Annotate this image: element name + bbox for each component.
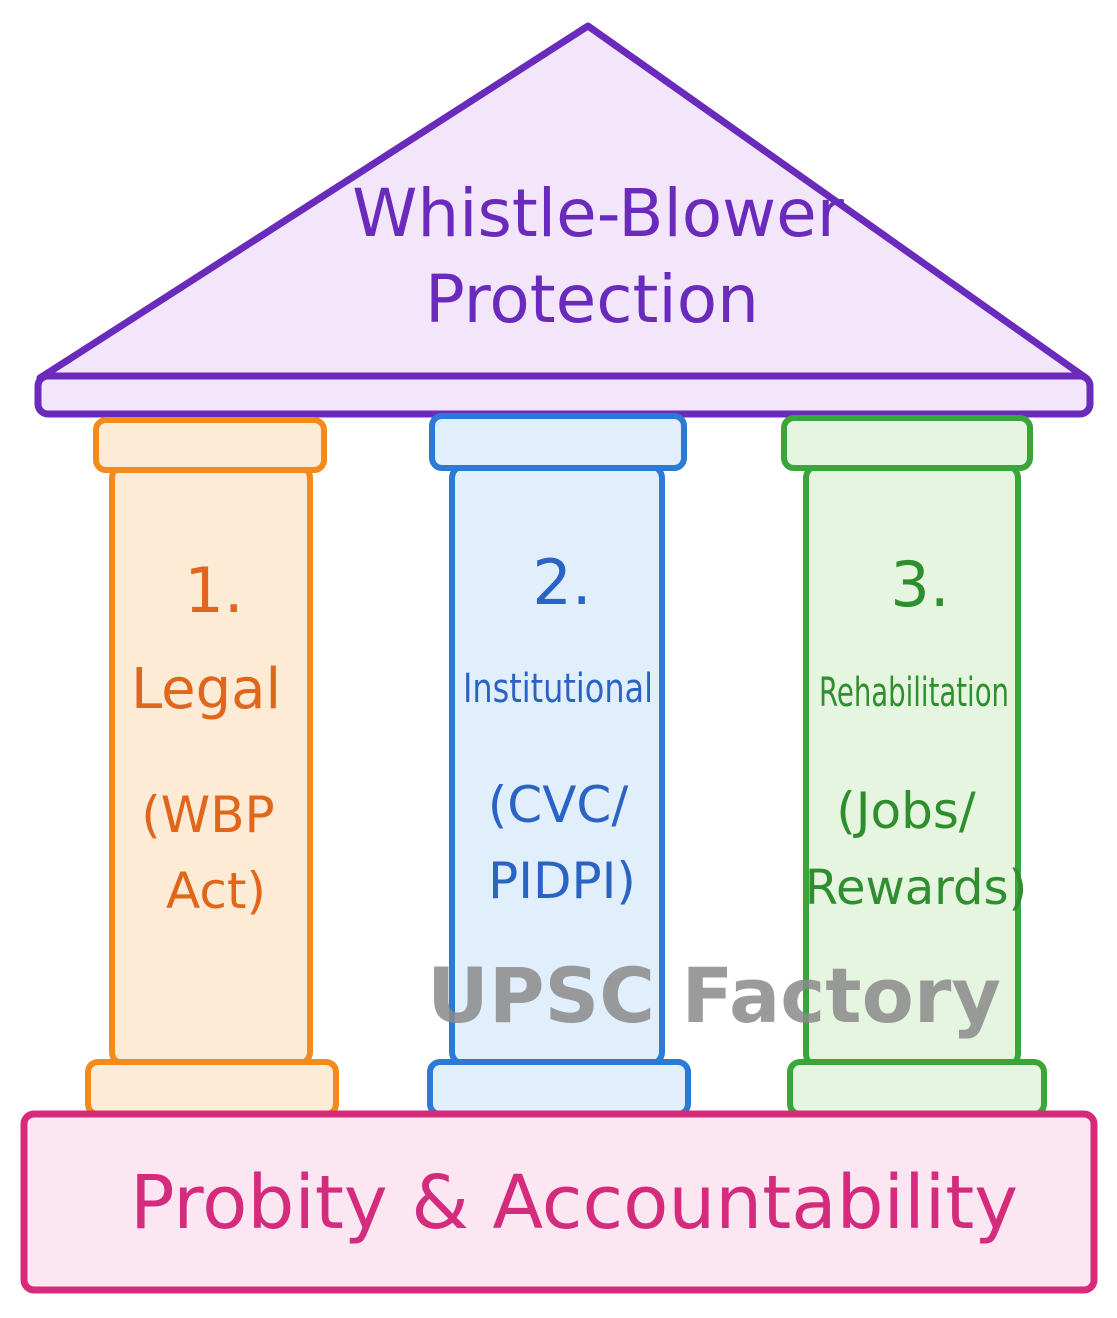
pillar-detail-line1: (Jobs/ bbox=[836, 782, 976, 840]
watermark: UPSC Factory bbox=[427, 951, 1001, 1040]
pillar-detail-line1: (WBP bbox=[141, 786, 274, 844]
pillar-number: 1. bbox=[184, 554, 243, 627]
foundation: Probity & Accountability bbox=[20, 1110, 1098, 1294]
pillar-plinth bbox=[85, 1059, 339, 1117]
pillar-plinth bbox=[427, 1059, 691, 1117]
pillar-title: Legal bbox=[131, 657, 281, 722]
pillar-capital bbox=[781, 415, 1033, 471]
pillar-title: Institutional bbox=[463, 666, 653, 712]
roof-title-line1: Whistle-Blower bbox=[352, 175, 845, 252]
roof-beam bbox=[34, 372, 1094, 418]
pillar-number: 3. bbox=[890, 548, 949, 621]
roof: Whistle-Blower Protection bbox=[34, 22, 1094, 418]
pillar-number: 2. bbox=[532, 546, 591, 619]
pillar-capital bbox=[429, 413, 687, 471]
pillar-detail-line2: Act) bbox=[166, 862, 266, 920]
pillar-detail-line2: Rewards) bbox=[805, 860, 1028, 916]
roof-title-line2: Protection bbox=[425, 261, 759, 338]
pillar-detail-line1: (CVC/ bbox=[488, 776, 629, 834]
pillar-title: Rehabilitation bbox=[819, 670, 1009, 716]
pillar-plinth bbox=[787, 1059, 1047, 1117]
pillar-legal: 1. Legal (WBP Act) bbox=[85, 417, 339, 1117]
pillar-capital bbox=[93, 417, 327, 473]
pillar-institutional: 2. Institutional (CVC/ PIDPI) bbox=[427, 413, 691, 1117]
pillar-detail-line2: PIDPI) bbox=[488, 852, 636, 910]
pillar-rehabilitation: 3. Rehabilitation (Jobs/ Rewards) bbox=[781, 415, 1047, 1117]
foundation-slab bbox=[20, 1110, 1098, 1294]
foundation-label: Probity & Accountability bbox=[130, 1160, 1018, 1246]
